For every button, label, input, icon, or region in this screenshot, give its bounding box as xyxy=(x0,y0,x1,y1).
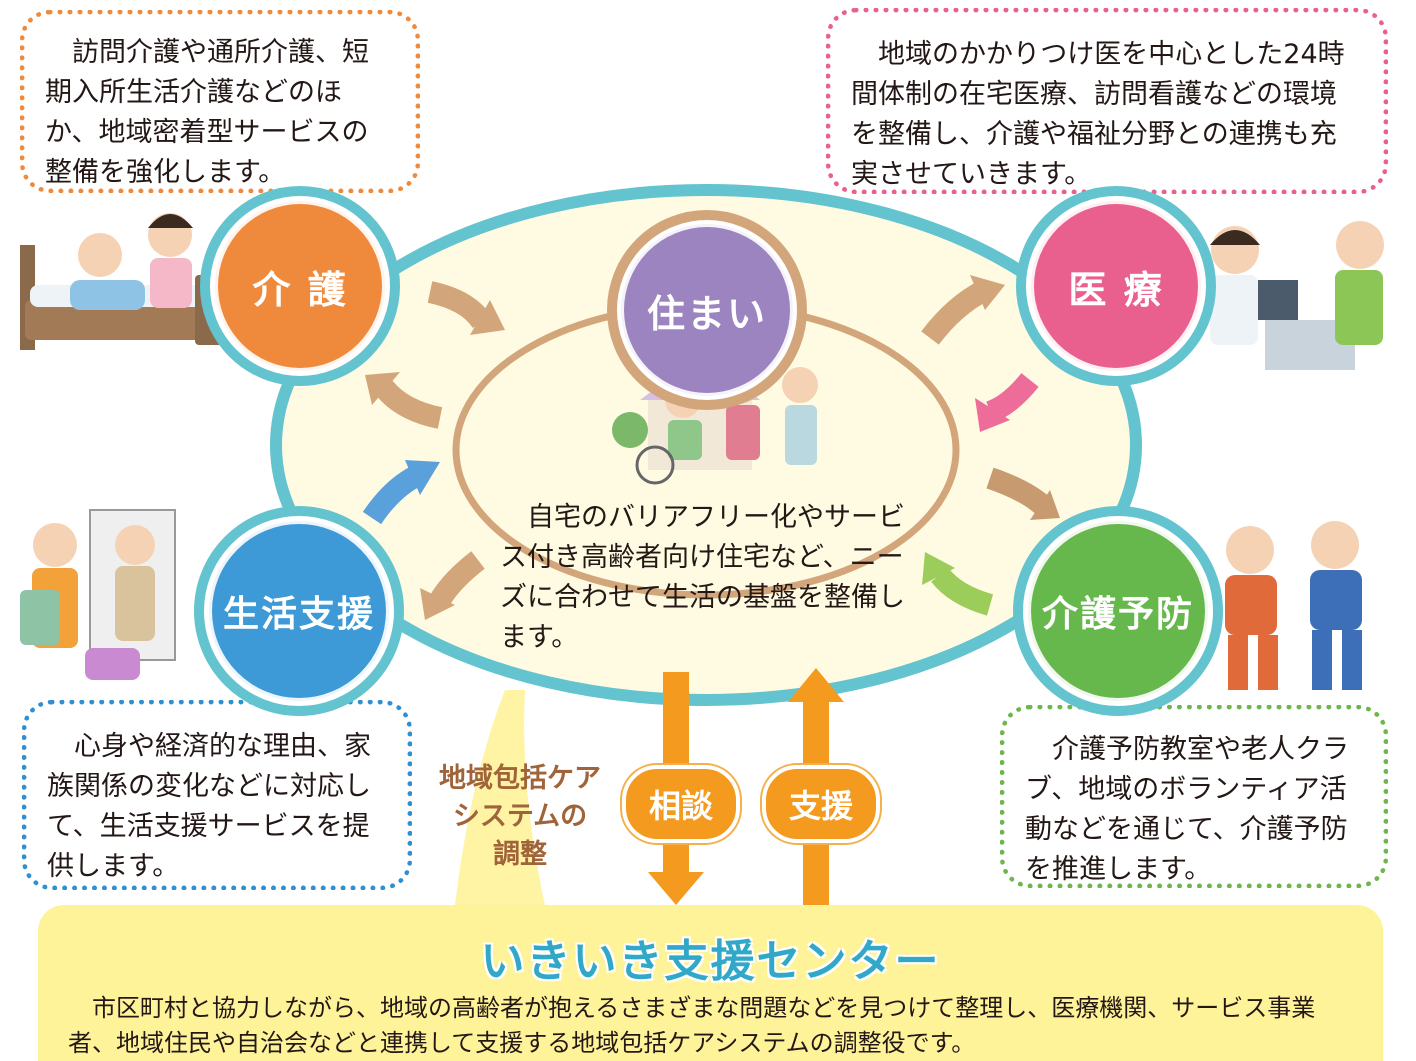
consult-badge: 相談 xyxy=(622,765,740,843)
kaigo-node: 介 護 xyxy=(200,186,400,386)
sumai-node: 住まい xyxy=(607,210,807,410)
coordination-beam xyxy=(455,690,545,905)
arrow-center-to-seikatsu xyxy=(420,551,485,620)
kaigo-label: 介 護 xyxy=(252,267,348,312)
yobo-description-box: 介護予防教室や老人クラブ、地域のボランティア活動などを通じて、介護予防を推進しま… xyxy=(1000,705,1388,888)
kaigo-description: 訪問介護や通所介護、短期入所生活介護などのほか、地域密着型サービスの整備を強化し… xyxy=(45,37,369,188)
support-label: 支援 xyxy=(788,787,853,825)
arrow-center-to-yobo xyxy=(986,467,1060,520)
caregiver-illustration xyxy=(20,213,230,350)
iryo-node: 医 療 xyxy=(1016,186,1216,386)
arrow-seikatsu-to-center xyxy=(362,460,440,525)
support-center-description: 市区町村と協力しながら、地域の高齢者が抱えるさまざまな問題などを見つけて整理し、… xyxy=(68,994,1316,1057)
iryo-description: 地域のかかりつけ医を中心とした24時間体制の在宅医療、訪問看護などの環境を整備し… xyxy=(851,39,1345,190)
coordination-label-line-2: システムの xyxy=(452,801,588,832)
support-badge: 支援 xyxy=(762,765,880,843)
coordination-label: 地域包括ケア システムの 調整 xyxy=(420,760,620,874)
iryo-label: 医 療 xyxy=(1068,267,1164,312)
yobo-node: 介護予防 xyxy=(1013,506,1223,716)
coordination-label-line-1: 地域包括ケア xyxy=(439,763,601,794)
yobo-description: 介護予防教室や老人クラブ、地域のボランティア活動などを通じて、介護予防を推進しま… xyxy=(1025,734,1349,885)
yobo-label: 介護予防 xyxy=(1041,594,1194,635)
arrow-kaigo-to-center xyxy=(427,281,505,335)
sumai-description: 自宅のバリアフリー化やサービス付き高齢者向け住宅など、ニーズに合わせて生活の基盤… xyxy=(500,502,905,653)
seikatsu-label: 生活支援 xyxy=(222,594,375,635)
support-center-panel: いきいき支援センター 市区町村と協力しながら、地域の高齢者が抱えるさまざまな問題… xyxy=(38,905,1383,1061)
coordination-label-line-3: 調整 xyxy=(493,839,547,870)
arrow-center-to-iryo xyxy=(921,275,1005,345)
doctor-illustration xyxy=(1210,221,1384,370)
seikatsu-node: 生活支援 xyxy=(194,506,404,716)
support-center-title: いきいき支援センター xyxy=(480,936,941,987)
seikatsu-description: 心身や経済的な理由、家族関係の変化などに対応して、生活支援サービスを提供します。 xyxy=(47,731,371,882)
arrow-center-to-kaigo xyxy=(365,372,443,429)
seikatsu-description-box: 心身や経済的な理由、家族関係の変化などに対応して、生活支援サービスを提供します。 xyxy=(22,700,412,890)
kaigo-description-box: 訪問介護や通所介護、短期入所生活介護などのほか、地域密着型サービスの整備を強化し… xyxy=(20,10,420,193)
consult-label: 相談 xyxy=(648,787,713,825)
lifesupport-illustration xyxy=(20,509,176,680)
arrow-yobo-to-center xyxy=(922,552,994,616)
iryo-description-box: 地域のかかりつけ医を中心とした24時間体制の在宅医療、訪問看護などの環境を整備し… xyxy=(826,8,1388,194)
sumai-label: 住まい xyxy=(646,291,767,336)
arrow-iryo-to-center xyxy=(975,372,1039,432)
exercise-illustration xyxy=(1225,521,1362,690)
